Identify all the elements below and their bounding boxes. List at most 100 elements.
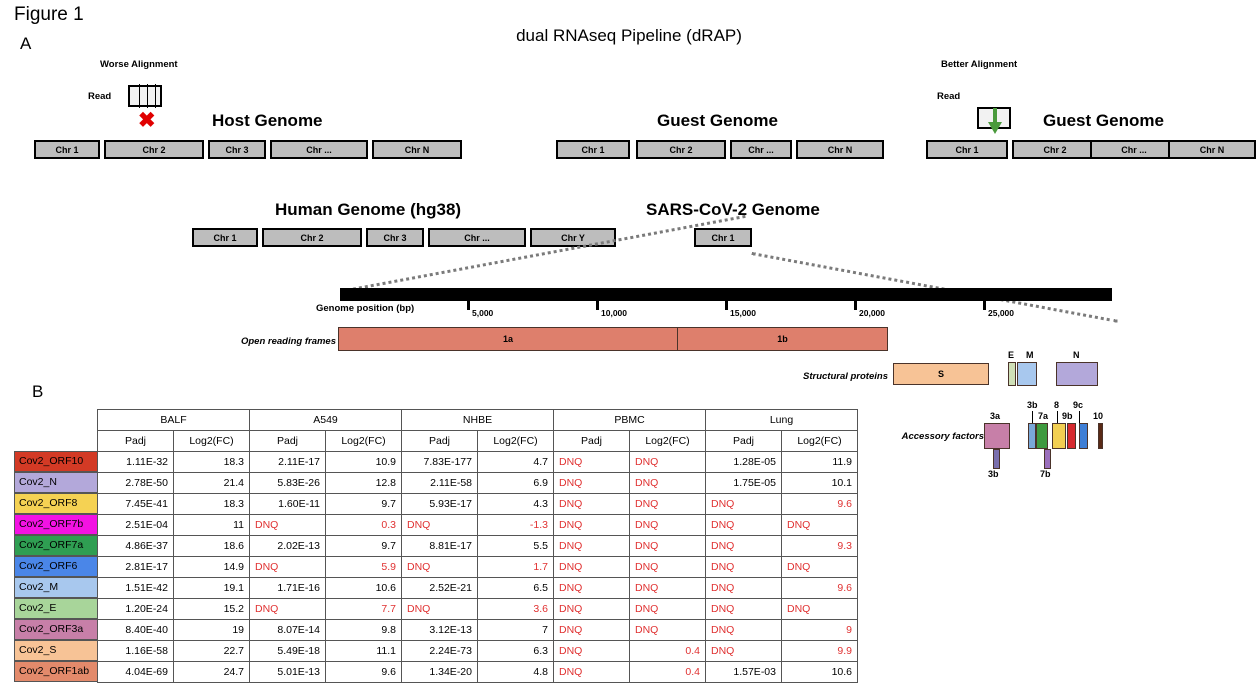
table-cell-dnq: DNQ [781, 514, 858, 536]
table-cell-value: 1.75E-05 [705, 472, 782, 494]
chr-box: Chr 1 [926, 140, 1008, 159]
table-cell-value: 5.01E-13 [249, 661, 326, 683]
table-cell-value: 6.3 [477, 640, 554, 662]
table-cell-value: 7.45E-41 [97, 493, 174, 515]
table-cell-value: 2.24E-73 [401, 640, 478, 662]
table-group-header-row: BALF A549 NHBE PBMC Lung [97, 409, 858, 431]
read-label-right: Read [937, 91, 961, 102]
table-cell-value: 8.07E-14 [249, 619, 326, 641]
table-cell-dnq: DNQ [401, 514, 478, 536]
table-cell-value: 18.3 [173, 451, 250, 473]
table-cell-dnq: DNQ [705, 640, 782, 662]
chr-box: Chr 3 [366, 228, 424, 247]
structural-block-s: S [893, 363, 989, 385]
table-cell-value: 15.2 [173, 598, 250, 620]
table-cell-value: 4.3 [477, 493, 554, 515]
table-cell-value: 7 [477, 619, 554, 641]
table-cell-dnq: DNQ [705, 514, 782, 536]
accessory-label-7b: 7b [1040, 469, 1051, 479]
table-cell-dnq: DNQ [705, 598, 782, 620]
gene-row-label: Cov2_E [14, 598, 98, 619]
group-header-pbmc: PBMC [553, 409, 706, 431]
group-header-a549: A549 [249, 409, 402, 431]
table-cell-value: 12.8 [325, 472, 402, 494]
orf-block-1a: 1a [338, 327, 678, 351]
table-cell-dnq: DNQ [629, 514, 706, 536]
table-cell-dnq: DNQ [249, 598, 326, 620]
accessory-block-7b [1044, 449, 1051, 469]
table-cell-dnq: DNQ [705, 535, 782, 557]
chr-box: Chr 2 [104, 140, 204, 159]
table-cell-dnq: DNQ [553, 640, 630, 662]
table-cell-value: 10.1 [781, 472, 858, 494]
structural-label-m: M [1026, 350, 1034, 360]
table-cell-value: 3.6 [477, 598, 554, 620]
accessory-stem-9c [1079, 411, 1080, 425]
structural-label-n: N [1073, 350, 1080, 360]
table-cell-value: 24.7 [173, 661, 250, 683]
table-cell-value: 5.9 [325, 556, 402, 578]
chr-box: Chr 1 [34, 140, 100, 159]
table-cell-value: 1.11E-32 [97, 451, 174, 473]
chr-box: Chr 1 [556, 140, 630, 159]
table-cell-value: 6.5 [477, 577, 554, 599]
table-cell-value: 2.81E-17 [97, 556, 174, 578]
gene-row-label: Cov2_ORF7a [14, 535, 98, 556]
table-cell-dnq: DNQ [781, 556, 858, 578]
structural-block-n [1056, 362, 1098, 386]
genome-axis: 5,000 10,000 15,000 20,000 25,000 [340, 301, 1112, 321]
table-cell-value: 5.83E-26 [249, 472, 326, 494]
table-cell-value: 5.49E-18 [249, 640, 326, 662]
axis-tick-label: 5,000 [472, 308, 494, 318]
table-cell-value: 10.6 [325, 577, 402, 599]
table-cell-value: 2.78E-50 [97, 472, 174, 494]
chr-box-sars: Chr 1 [694, 228, 752, 247]
table-cell-value: 18.3 [173, 493, 250, 515]
table-cell-value: 10.6 [781, 661, 858, 683]
table-cell-value: 1.51E-42 [97, 577, 174, 599]
table-cell-dnq: DNQ [249, 556, 326, 578]
table-cell-value: 2.11E-58 [401, 472, 478, 494]
subheader-padj: Padj [553, 430, 630, 452]
accessory-stem-3b [1032, 411, 1033, 425]
chr-box: Chr 3 [208, 140, 266, 159]
table-cell-value: 18.6 [173, 535, 250, 557]
table-cell-value: 0.3 [325, 514, 402, 536]
table-cell-value: 8.40E-40 [97, 619, 174, 641]
table-cell-dnq: DNQ [401, 598, 478, 620]
group-header-lung: Lung [705, 409, 858, 431]
table-cell-value: 10.9 [325, 451, 402, 473]
panel-b-label: B [32, 382, 44, 401]
table-cell-dnq: DNQ [553, 556, 630, 578]
axis-tick-label: 15,000 [730, 308, 756, 318]
accessory-block-10 [1098, 423, 1103, 449]
gene-row-label: Cov2_ORF7b [14, 514, 98, 535]
table-cell-value: 0.4 [629, 661, 706, 683]
gene-row-label: Cov2_ORF10 [14, 451, 98, 472]
table-cell-value: 3.12E-13 [401, 619, 478, 641]
table-cell-value: 9.8 [325, 619, 402, 641]
subheader-padj: Padj [705, 430, 782, 452]
table-cell-value: 2.52E-21 [401, 577, 478, 599]
table-cell-value: 11.9 [781, 451, 858, 473]
chr-box: Chr 2 [1012, 140, 1098, 159]
table-cell-value: 1.20E-24 [97, 598, 174, 620]
table-cell-dnq: DNQ [629, 556, 706, 578]
table-cell-value: 21.4 [173, 472, 250, 494]
accessory-block-9c [1079, 423, 1088, 449]
gene-row-label: Cov2_ORF6 [14, 556, 98, 577]
table-cell-dnq: DNQ [553, 598, 630, 620]
worse-alignment-label: Worse Alignment [100, 59, 178, 70]
table-cell-value: 9.9 [781, 640, 858, 662]
table-cell-value: 7.7 [325, 598, 402, 620]
chr-box: Chr 2 [262, 228, 362, 247]
chr-box: Chr ... [428, 228, 526, 247]
accessory-label-3b-left: 3b [988, 469, 999, 479]
axis-tick-label: 25,000 [988, 308, 1014, 318]
table-cell-value: 2.51E-04 [97, 514, 174, 536]
